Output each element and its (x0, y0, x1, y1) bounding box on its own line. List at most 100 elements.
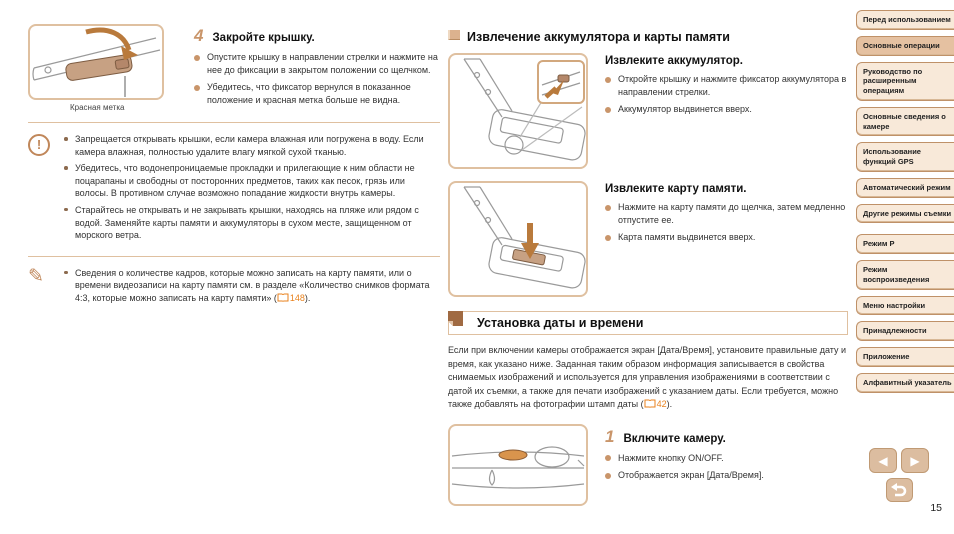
page-navigation: ◀▶ (866, 448, 932, 503)
pencil-icon: ✎ (28, 265, 44, 287)
sidebar-item-basic-operations[interactable]: Основные операции (856, 35, 954, 56)
chapter-sidebar: Перед использованием Основные операции Р… (856, 10, 954, 393)
step-title: Закройте крышку. (212, 32, 315, 44)
sidebar-item-other-modes[interactable]: Другие режимы съемки (856, 203, 954, 224)
bullet-icon (605, 76, 611, 83)
note-callout: ✎ Сведения о количестве кадров, которые … (28, 267, 440, 309)
list-item: Карта памяти выдвинется вверх. (605, 231, 848, 244)
page-link-number: 148 (289, 292, 305, 303)
sidebar-item-auto-mode[interactable]: Автоматический режим (856, 177, 954, 198)
sidebar-item-appendix[interactable]: Приложение (856, 347, 954, 367)
list-item: Нажмите на карту памяти до щелчка, затем… (605, 201, 848, 226)
note-text: Сведения о количестве кадров, которые мо… (75, 267, 430, 303)
camera-card-drawing (463, 186, 586, 289)
step-bullet-text: Откройте крышку и нажмите фиксатор аккум… (618, 74, 847, 97)
intro-text: Если при включении камеры отображается э… (448, 345, 847, 409)
list-item: Нажмите кнопку ON/OFF. (605, 452, 848, 465)
section-fold-icon (448, 311, 463, 329)
bullet-icon (605, 472, 611, 479)
list-item: Старайтесь не открывать и не закрывать к… (62, 204, 440, 242)
sub-step-title: Извлеките аккумулятор. (605, 55, 743, 67)
right-triangle-icon: ▶ (910, 453, 920, 468)
bullet-icon (194, 54, 200, 61)
camera-battery-drawing (463, 58, 586, 161)
sidebar-item-p-mode[interactable]: Режим P (856, 234, 954, 254)
open-book-icon (277, 293, 289, 302)
left-triangle-icon: ◀ (878, 453, 888, 468)
return-arrow-icon (891, 483, 907, 497)
section-title: Извлечение аккумулятора и карты памяти (467, 30, 730, 44)
divider (28, 255, 440, 257)
prev-page-button[interactable]: ◀ (869, 448, 897, 473)
warning-callout: ! Запрещается открывать крышки, если кам… (28, 133, 440, 246)
step-bullet-text: Нажмите на карту памяти до щелчка, затем… (618, 202, 846, 225)
sidebar-item-before-use[interactable]: Перед использованием (856, 10, 954, 30)
bullet-icon (194, 84, 200, 91)
step-1-block: 1 Включите камеру. Нажмите кнопку ON/OFF… (605, 424, 848, 506)
figure-camera-top (448, 423, 588, 506)
figure-battery-removal (448, 53, 588, 169)
step-bullet-text: Опустите крышку в направлении стрелки и … (207, 52, 438, 75)
step-title: Включите камеру. (623, 432, 726, 445)
list-item: Убедитесь, что фиксатор вернулся в показ… (194, 81, 440, 106)
page-link-148[interactable]: 148 (277, 293, 305, 303)
note-text: ). (304, 292, 311, 303)
list-item: Запрещается открывать крышки, если камер… (62, 133, 440, 158)
middle-column: Извлечение аккумулятора и карты памяти (448, 30, 848, 518)
warning-text: Убедитесь, что водонепроницаемые проклад… (75, 163, 415, 199)
list-item: Сведения о количестве кадров, которые мо… (62, 267, 440, 305)
datetime-intro: Если при включении камеры отображается э… (448, 344, 848, 412)
warning-text: Старайтесь не открывать и не закрывать к… (75, 204, 419, 241)
page-link-42[interactable]: 42 (644, 399, 667, 409)
left-column: Красная метка 4 Закройте крышку. Опустит… (28, 24, 440, 309)
sub-step-battery: Извлеките аккумулятор. Откройте крышку и… (605, 53, 848, 169)
warning-icon: ! (28, 134, 50, 156)
bullet-icon (64, 207, 68, 212)
bullet-icon (64, 137, 68, 141)
section-title: Установка даты и времени (477, 316, 644, 330)
sub-step-card: Извлеките карту памяти. Нажмите на карту… (605, 181, 848, 297)
open-book-icon (644, 399, 656, 408)
sidebar-item-index[interactable]: Алфавитный указатель (856, 372, 954, 393)
section-header-datetime: Установка даты и времени (448, 311, 848, 335)
bullet-icon (605, 106, 611, 113)
step-number: 1 (605, 426, 615, 446)
step-bullet-text: Отображается экран [Дата/Время]. (618, 470, 764, 481)
sub-step-title: Извлеките карту памяти. (605, 183, 747, 195)
list-item: Отображается экран [Дата/Время]. (605, 469, 848, 482)
sidebar-item-accessories[interactable]: Принадлежности (856, 321, 954, 341)
step-4-block: 4 Закройте крышку. Опустите крышку в нап… (194, 24, 440, 112)
figure-close-cover (28, 24, 164, 100)
step-bullet-text: Убедитесь, что фиксатор вернулся в показ… (207, 82, 411, 105)
warning-text: Запрещается открывать крышки, если камер… (75, 134, 424, 157)
list-item: Убедитесь, что водонепроницаемые проклад… (62, 162, 440, 200)
bullet-icon (605, 204, 611, 211)
sidebar-item-playback[interactable]: Режим воспроизведения (856, 260, 954, 290)
sidebar-item-advanced-guide[interactable]: Руководство по расширенным операциям (856, 61, 954, 101)
sidebar-item-gps[interactable]: Использование функций GPS (856, 142, 954, 172)
step-bullet-text: Аккумулятор выдвинется вверх. (618, 104, 752, 115)
bullet-icon (64, 166, 68, 170)
intro-text: ). (666, 399, 673, 409)
list-item: Откройте крышку и нажмите фиксатор аккум… (605, 73, 848, 98)
step-number: 4 (194, 26, 204, 45)
section-marker-icon (448, 30, 460, 40)
camera-cover-drawing (32, 27, 161, 97)
page-link-number: 42 (656, 399, 667, 409)
camera-top-drawing (451, 445, 585, 489)
page-number: 15 (930, 502, 942, 514)
figure-card-removal (448, 181, 588, 297)
bullet-icon (605, 455, 611, 461)
sidebar-item-setup-menu[interactable]: Меню настройки (856, 295, 954, 316)
list-item: Аккумулятор выдвинется вверх. (605, 103, 848, 116)
step-bullet-text: Карта памяти выдвинется вверх. (618, 232, 756, 243)
step-bullet-text: Нажмите кнопку ON/OFF. (618, 452, 724, 463)
section-header-battery-removal: Извлечение аккумулятора и карты памяти (448, 30, 848, 44)
next-page-button[interactable]: ▶ (901, 448, 929, 473)
sidebar-item-camera-basics[interactable]: Основные сведения о камере (856, 106, 954, 137)
return-button[interactable] (885, 478, 913, 502)
divider (28, 122, 440, 123)
bullet-icon (605, 234, 611, 241)
list-item: Опустите крышку в направлении стрелки и … (194, 51, 440, 76)
